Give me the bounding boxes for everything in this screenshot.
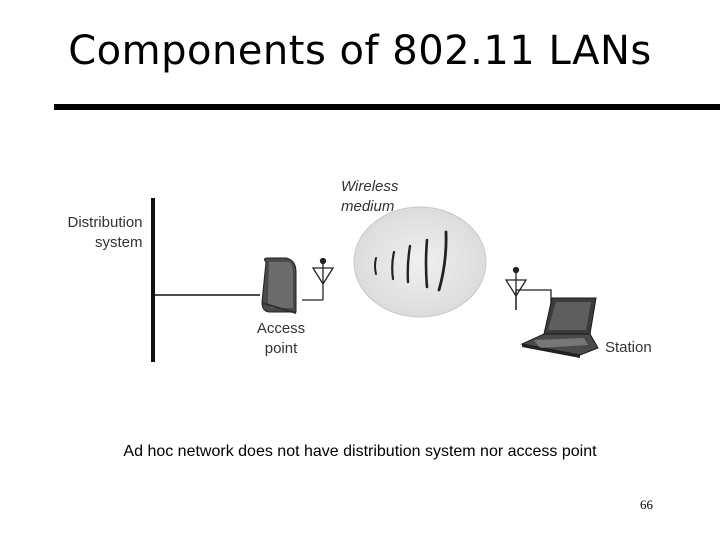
title-divider xyxy=(54,104,720,110)
wireless-label-line1: Wireless xyxy=(341,178,399,195)
wireless-label-line2: medium xyxy=(341,198,395,215)
access-label-line2: point xyxy=(264,340,298,357)
wireless-medium-label: Wireless medium xyxy=(341,177,398,217)
distribution-system-label: Distribution system xyxy=(66,213,143,253)
access-point-label: Access point xyxy=(254,319,308,359)
distribution-label-line1: Distribution xyxy=(67,214,143,231)
station-label: Station xyxy=(605,339,652,356)
laptop-station-icon xyxy=(520,297,599,358)
station-antenna-icon xyxy=(504,266,552,310)
slide-caption: Ad hoc network does not have distributio… xyxy=(123,443,597,460)
access-point-antenna-icon xyxy=(302,257,335,301)
access-label-line1: Access xyxy=(256,320,306,337)
page-number: 66 xyxy=(640,497,653,512)
wireless-waves-icon xyxy=(374,230,448,292)
wireless-medium-cloud xyxy=(353,206,487,318)
access-point-icon xyxy=(261,257,297,314)
distribution-label-line2: system xyxy=(95,234,143,251)
slide-title: Components of 802.11 LANs xyxy=(68,28,652,74)
